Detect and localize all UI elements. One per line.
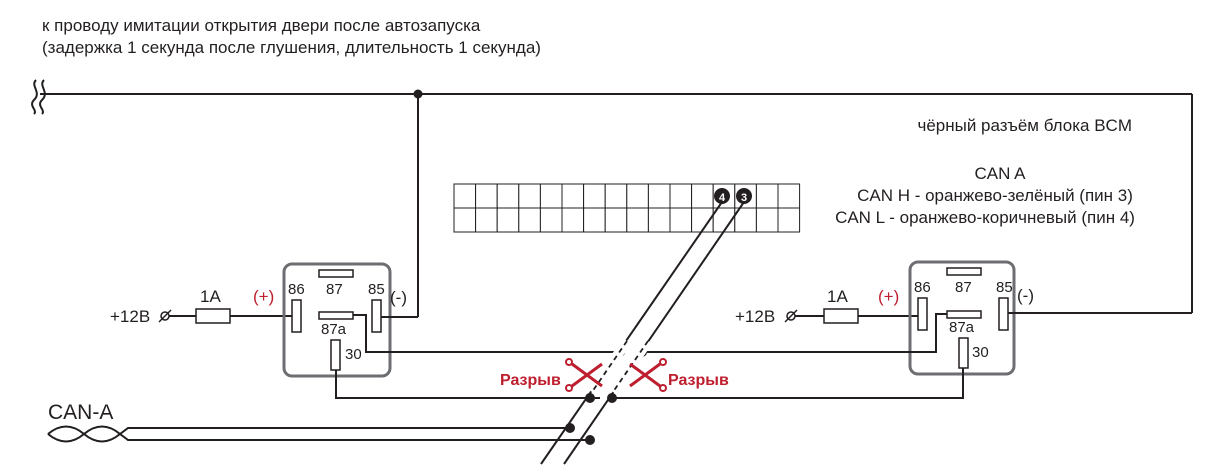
right-pin85	[998, 297, 1009, 331]
bcm-grid-cell	[669, 207, 693, 233]
left-fuse	[195, 308, 231, 324]
bcm-grid-cell	[518, 207, 541, 233]
bcm-grid-cell	[539, 183, 563, 209]
left-fuse-label: 1А	[200, 287, 221, 306]
right-fuse-label: 1А	[827, 287, 848, 306]
break-label-left: Разрыв	[500, 372, 561, 389]
door-signal-wire	[31, 79, 1193, 317]
right-plus-label: (+)	[878, 287, 899, 306]
right-supply-label: +12В	[735, 307, 775, 326]
bcm-grid-cell	[755, 207, 779, 233]
right-minus-label: (-)	[1017, 286, 1034, 305]
bcm-grid-cell	[496, 207, 520, 233]
bcm-grid-cell	[647, 183, 671, 209]
left-pin87-label: 87	[326, 281, 343, 298]
left-pin85-label: 85	[368, 281, 385, 298]
bcm-pin-4-label: 4	[719, 192, 726, 204]
can-a-bus-label: CAN-A	[48, 401, 113, 424]
bcm-grid-cell	[583, 183, 606, 209]
bcm-connector: 4 3	[453, 183, 801, 233]
bcm-pin-3	[736, 188, 752, 204]
can-h-label: CAN H - оранжево-зелёный (пин 3)	[857, 186, 1133, 205]
bcm-grid-cell	[496, 183, 520, 209]
left-pin30-label: 30	[345, 346, 362, 363]
scissors-icon-right	[629, 358, 667, 392]
bcm-grid-cell	[561, 207, 585, 233]
left-pin87a-label: 87a	[321, 321, 347, 338]
top-note-line1: к проводу имитации открытия двери после …	[42, 16, 481, 35]
left-plus-label: (+)	[253, 287, 274, 306]
bcm-grid-cell	[755, 183, 779, 209]
right-pin85-label: 85	[996, 279, 1013, 296]
break-label-right: Разрыв	[668, 372, 729, 389]
left-pin86	[291, 299, 302, 333]
right-pin87	[946, 267, 982, 276]
bcm-grid-cell	[626, 207, 649, 233]
left-relay: +12В 1А (+) 86 87 85 (-) 87a 30	[110, 262, 620, 399]
bcm-grid-cell	[647, 207, 671, 233]
can-a-bus: CAN-A	[47, 401, 590, 443]
left-pin87a	[318, 311, 354, 320]
can-a-title: CAN A	[974, 164, 1026, 183]
bcm-grid-cell	[475, 207, 498, 233]
bcm-pin-4	[714, 188, 730, 204]
scissors-icon-left	[565, 358, 603, 392]
right-pin87a-label: 87a	[949, 319, 975, 336]
bcm-grid-cell	[583, 207, 606, 233]
bcm-title: чёрный разъём блока BCM	[917, 116, 1132, 135]
bcm-grid-cell	[604, 207, 628, 233]
junction-dot	[413, 89, 423, 99]
bcm-grid-cell	[777, 207, 801, 233]
left-pin30	[330, 339, 341, 371]
bcm-grid-cell	[604, 183, 628, 209]
left-minus-label: (-)	[390, 288, 407, 307]
top-note-line2: (задержка 1 секунда после глушения, длит…	[42, 38, 541, 57]
can-l-label: CAN L - оранжево-коричневый (пин 4)	[835, 208, 1135, 227]
right-fuse	[823, 308, 859, 324]
right-pin86	[917, 297, 928, 331]
right-pin86-label: 86	[914, 279, 931, 296]
bcm-grid-cell	[626, 183, 649, 209]
bcm-grid-cell	[539, 207, 563, 233]
left-pin85	[371, 299, 382, 333]
bcm-pin-3-label: 3	[741, 192, 747, 204]
bcm-grid-cell	[518, 183, 541, 209]
left-pin86-label: 86	[288, 281, 305, 298]
right-relay: +12В 1А (+) 86 87 85 (-) 87a 30	[612, 260, 1192, 399]
top-note: к проводу имитации открытия двери после …	[42, 15, 541, 59]
left-supply-label: +12В	[110, 307, 150, 326]
bcm-grid-cell	[691, 183, 714, 209]
right-pin87-label: 87	[955, 279, 972, 296]
bcm-grid-cell	[453, 207, 477, 233]
bcm-grid-cell	[777, 183, 801, 209]
right-pin30	[958, 337, 969, 369]
bcm-grid-cell	[453, 183, 477, 209]
left-pin87	[318, 269, 354, 278]
right-pin30-label: 30	[972, 344, 989, 361]
bcm-grid-cell	[669, 183, 693, 209]
right-pin87a	[946, 310, 982, 319]
bcm-grid-cell	[475, 183, 498, 209]
can-bcm-wires	[540, 201, 745, 465]
bcm-grid-cell	[561, 183, 585, 209]
